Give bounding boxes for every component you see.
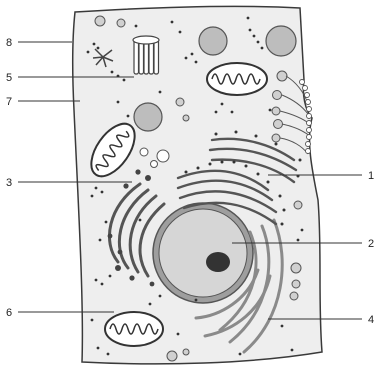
nucleus <box>153 203 253 303</box>
mitochondrion-bottom <box>105 312 163 346</box>
centrioles <box>133 36 159 74</box>
label-2: 2 <box>368 238 374 250</box>
label-5: 5 <box>6 72 12 84</box>
label-6: 6 <box>6 307 12 319</box>
nucleolus <box>206 252 230 272</box>
label-3: 3 <box>6 177 12 189</box>
mitochondrion-top <box>207 63 267 95</box>
label-8: 8 <box>6 37 12 49</box>
label-4: 4 <box>368 314 374 326</box>
vacuole-top <box>199 27 227 55</box>
vacuole-middle <box>134 103 162 131</box>
label-1: 1 <box>368 170 374 182</box>
vacuole-top-right <box>266 26 296 56</box>
label-7: 7 <box>6 96 12 108</box>
